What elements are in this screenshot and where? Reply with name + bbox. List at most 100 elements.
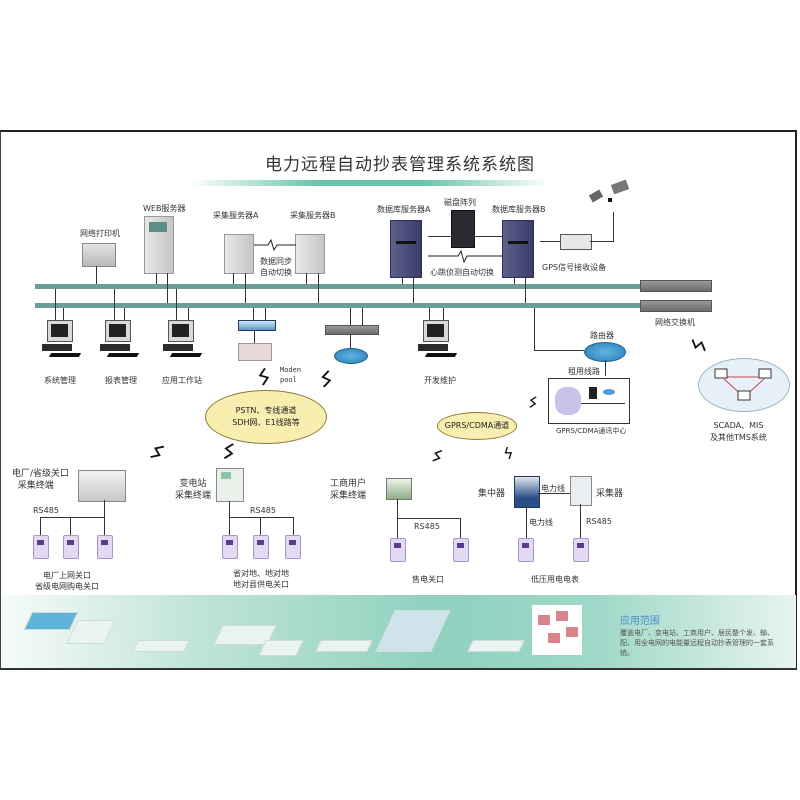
connector bbox=[580, 504, 581, 539]
connector bbox=[96, 266, 97, 284]
lv-meters-label: 低压用电电表 bbox=[531, 575, 579, 584]
collect-server-a-icon bbox=[224, 234, 254, 274]
connector bbox=[443, 308, 444, 320]
db-server-b-icon bbox=[502, 220, 534, 278]
disk-array-label: 磁盘阵列 bbox=[444, 198, 476, 207]
connector bbox=[526, 506, 527, 539]
printer-icon bbox=[82, 243, 116, 267]
meter-icon bbox=[285, 535, 301, 559]
meter-icon bbox=[222, 535, 238, 559]
scope-title: 应用范围 bbox=[620, 616, 660, 627]
scope-description: 覆盖电厂、变电站、工商用户、居民整个发、输、配、用全电网的电能量远程自动抄表管理… bbox=[620, 629, 774, 657]
connector bbox=[581, 403, 625, 404]
network-switch-b-icon bbox=[640, 300, 712, 312]
connector bbox=[460, 518, 461, 539]
satellite-icon bbox=[588, 179, 630, 210]
scada-links-icon bbox=[714, 368, 772, 401]
disk-array-icon bbox=[451, 210, 475, 248]
connector bbox=[293, 517, 294, 535]
connector bbox=[429, 308, 430, 320]
connector bbox=[534, 308, 535, 350]
meter-icon bbox=[253, 535, 269, 559]
plant-terminal-icon bbox=[78, 470, 126, 502]
sub-meters-line-1: 省对地、地对地 bbox=[233, 569, 289, 578]
router-small-icon bbox=[603, 389, 615, 395]
pstn-cloud-line-2: SDH网、E1线路等 bbox=[232, 418, 300, 427]
connector bbox=[229, 517, 230, 535]
heartbeat-label: 心跳侦测自动切换 bbox=[430, 268, 494, 277]
plant-terminal-label: 电厂/省级关口 采集终端 bbox=[12, 468, 69, 492]
modem-pool-label: Moden pool bbox=[280, 365, 301, 385]
db-server-b-label: 数据库服务器B bbox=[492, 205, 546, 214]
modem-label-line-1: Moden bbox=[280, 366, 302, 374]
powerline-h-label: 电力线 bbox=[541, 484, 565, 493]
ci-terminal-icon bbox=[386, 478, 412, 500]
ci-terminal-label: 工商用户采集终端 bbox=[330, 478, 366, 502]
pstn-cloud-line-1: PSTN、专线通道 bbox=[235, 406, 297, 415]
connector bbox=[176, 289, 177, 320]
connector bbox=[613, 212, 614, 242]
rs485-bus bbox=[397, 518, 460, 519]
connector bbox=[254, 330, 255, 343]
network-bus-b bbox=[35, 303, 640, 308]
printer-label: 网络打印机 bbox=[80, 229, 120, 238]
sub-rs485-label: RS485 bbox=[250, 506, 276, 515]
sync-note: 数据同步自动切换 bbox=[260, 256, 292, 278]
wind-scene-icon bbox=[132, 640, 190, 652]
web-server-icon bbox=[144, 216, 174, 274]
gps-label: GPS信号接收设备 bbox=[542, 263, 607, 272]
connector bbox=[397, 499, 398, 539]
connector bbox=[63, 308, 64, 320]
db-server-a-label: 数据库服务器A bbox=[377, 205, 431, 214]
plant-label-line-2: 采集终端 bbox=[17, 481, 54, 491]
powerline-v-label: 电力线 bbox=[529, 518, 553, 527]
modem-pool-icon bbox=[238, 343, 272, 361]
modem-label-line-2: pool bbox=[280, 376, 297, 384]
scada-cloud bbox=[698, 358, 790, 412]
meter-icon bbox=[97, 535, 113, 559]
connector bbox=[188, 308, 189, 320]
rs485-bus bbox=[229, 517, 294, 518]
connector bbox=[233, 273, 234, 284]
pstn-cloud: PSTN、专线通道 SDH网、E1线路等 bbox=[205, 390, 327, 444]
connector bbox=[474, 236, 502, 237]
meter-icon bbox=[518, 538, 534, 562]
sub-meters-label: 省对地、地对地地对县供电关口 bbox=[233, 568, 289, 590]
ci-label-line-2: 采集终端 bbox=[330, 491, 367, 501]
report-mgmt-label: 报表管理 bbox=[105, 376, 137, 385]
sub-meters-line-2: 地对县供电关口 bbox=[233, 580, 289, 589]
network-bus-a bbox=[35, 284, 640, 289]
access-switch-icon bbox=[325, 325, 379, 335]
server-icon bbox=[589, 387, 597, 399]
gprs-center-box bbox=[548, 378, 630, 424]
plant-label-line-1: 电厂/省级关口 bbox=[12, 469, 70, 479]
db-server-a-icon bbox=[390, 220, 422, 278]
power-plant-scene-icon bbox=[23, 612, 79, 630]
concentrator-icon bbox=[514, 476, 540, 508]
sys-mgmt-label: 系统管理 bbox=[44, 376, 76, 385]
collect-server-a-label: 采集服务器A bbox=[213, 211, 259, 220]
gprs-cluster-icon bbox=[555, 387, 581, 415]
plant-meters-line-2: 省级电网购电关口 bbox=[35, 582, 99, 591]
connector bbox=[40, 517, 41, 535]
connector bbox=[229, 501, 230, 518]
substation-terminal-label: 变电站采集终端 bbox=[175, 478, 211, 502]
title-underline bbox=[190, 180, 550, 186]
diagram-title: 电力远程自动抄表管理系统系统图 bbox=[265, 155, 535, 175]
wireless-link-icon: ϟ bbox=[503, 444, 514, 463]
scada-label-line-2: 及其他TMS系统 bbox=[710, 433, 767, 442]
plant-meters-line-1: 电厂上网关口 bbox=[43, 571, 91, 580]
connector bbox=[306, 273, 307, 284]
industrial-scene-icon bbox=[258, 640, 304, 656]
collector-rs485-label: RS485 bbox=[586, 517, 612, 526]
connector bbox=[402, 277, 403, 284]
gprs-center-label: GPRS/CDMA通讯中心 bbox=[556, 427, 627, 435]
leased-line-label: 租用线路 bbox=[568, 367, 600, 376]
sub-label-line-1: 变电站 bbox=[179, 479, 207, 489]
ci-label-line-1: 工商用户 bbox=[330, 479, 367, 489]
connector bbox=[534, 350, 584, 351]
connector bbox=[55, 289, 56, 320]
connector bbox=[413, 277, 414, 303]
connector bbox=[156, 273, 157, 284]
